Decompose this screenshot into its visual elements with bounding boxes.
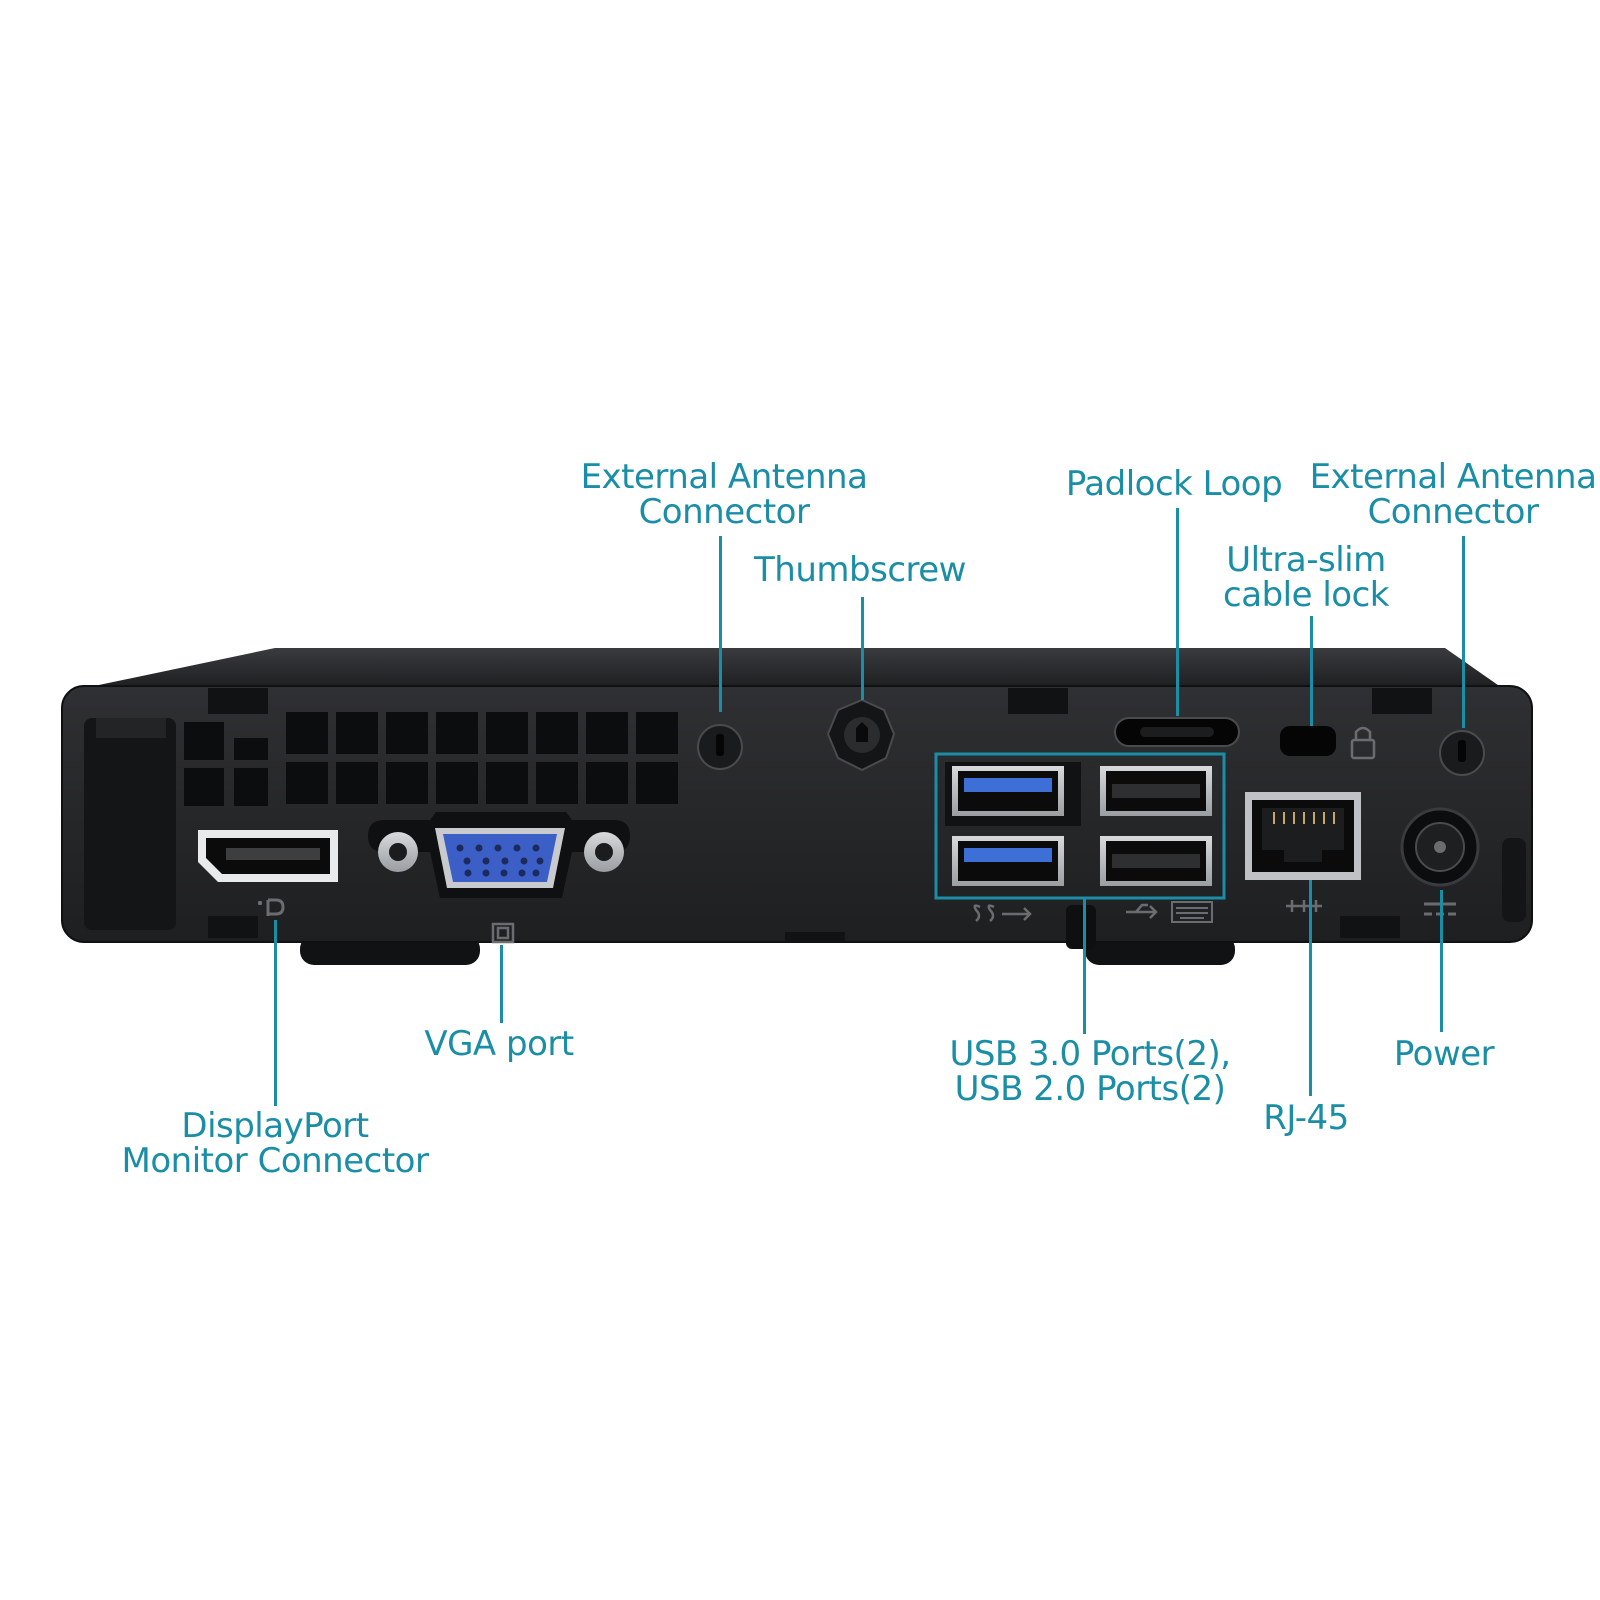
callout-padlock: Padlock Loop [1065, 464, 1283, 504]
callout-power: Power [1393, 1034, 1495, 1074]
callout-thumbscrew: Thumbscrew [754, 553, 966, 588]
callout-padlock-line1: Padlock Loop [1065, 464, 1283, 504]
callout-antenna-right-line2: Connector [1367, 492, 1539, 532]
monitor-icon [491, 922, 515, 944]
callout-cable-lock-line1: Ultra-slim [1226, 540, 1386, 580]
callout-vga: VGA port [424, 1024, 574, 1064]
side-bracket [84, 718, 176, 930]
leader-thumbscrew [861, 597, 864, 700]
displayport-connector[interactable] [198, 830, 338, 882]
ss-usb-icon [973, 904, 1032, 922]
padlock-loop[interactable] [1114, 717, 1240, 747]
leader-cable-lock [1310, 616, 1313, 726]
callout-antenna-right: External Antenna Connector [1310, 460, 1597, 530]
network-icon [1286, 900, 1322, 912]
callout-thumbscrew-line1: Thumbscrew [754, 550, 966, 590]
callout-rj45: RJ-45 [1263, 1098, 1349, 1138]
callout-antenna-left: External Antenna Connector [581, 460, 868, 530]
callout-cable-lock: Ultra-slim cable lock [1223, 543, 1389, 613]
callout-cable-lock-line2: cable lock [1223, 575, 1389, 615]
thumbscrew[interactable] [826, 698, 896, 772]
callout-displayport-line2: Monitor Connector [121, 1141, 429, 1181]
callout-rj45-line1: RJ-45 [1263, 1098, 1349, 1138]
callout-displayport-line1: DisplayPort [181, 1106, 369, 1146]
padlock-icon [1350, 726, 1376, 760]
keyboard-icon [1171, 901, 1213, 923]
power-connector[interactable] [1400, 807, 1480, 887]
callout-vga-line1: VGA port [424, 1024, 574, 1064]
chassis-top [75, 648, 1505, 690]
leader-usb [1083, 898, 1086, 1034]
usb-bottom-tab [1066, 905, 1096, 949]
usb2-port-top[interactable] [1100, 766, 1212, 816]
callout-antenna-right-line1: External Antenna [1309, 457, 1597, 497]
leader-power [1440, 890, 1443, 1032]
usb2-port-bottom[interactable] [1100, 836, 1212, 886]
leader-rj45 [1309, 880, 1312, 1096]
callout-usb-line1: USB 3.0 Ports(2), [949, 1034, 1231, 1074]
callout-power-line1: Power [1393, 1034, 1495, 1074]
usb3-port-bottom[interactable] [952, 836, 1064, 886]
bottom-notches [208, 916, 1400, 942]
antenna-connector-left[interactable] [697, 724, 743, 770]
leader-displayport [274, 920, 277, 1106]
vent-grid [184, 712, 678, 806]
leader-antenna-left [719, 536, 722, 712]
leader-vga [500, 945, 503, 1023]
usb-highlight-frame [934, 752, 1226, 900]
callout-displayport: DisplayPort Monitor Connector [122, 1109, 429, 1179]
vga-connector[interactable] [368, 812, 630, 898]
callout-usb-line2: USB 2.0 Ports(2) [954, 1069, 1226, 1109]
callout-usb: USB 3.0 Ports(2), USB 2.0 Ports(2) [949, 1034, 1231, 1109]
usb-port-group [934, 752, 1226, 900]
antenna-connector-right[interactable] [1439, 730, 1485, 776]
leader-padlock [1176, 508, 1179, 716]
rj45-connector[interactable] [1245, 792, 1361, 880]
usb-icon [1126, 903, 1158, 919]
cable-lock-slot[interactable] [1280, 726, 1336, 756]
callout-antenna-left-line1: External Antenna [580, 457, 868, 497]
callout-antenna-left-line2: Connector [638, 492, 810, 532]
top-notches [208, 688, 1432, 714]
leader-antenna-right [1462, 536, 1465, 728]
usb3-port-top[interactable] [952, 766, 1064, 816]
displayport-icon [258, 898, 285, 916]
side-latch [1502, 838, 1526, 922]
